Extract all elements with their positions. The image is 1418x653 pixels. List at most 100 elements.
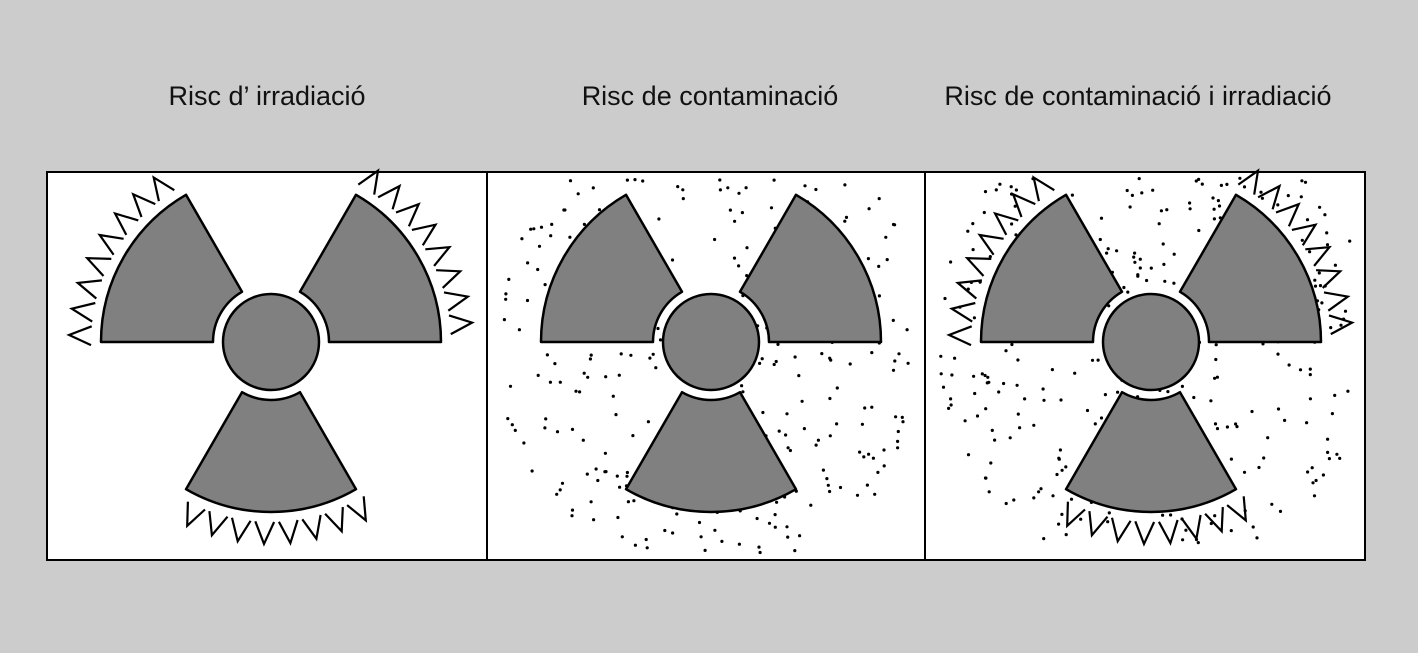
dot [594,467,598,471]
dot [983,476,988,480]
dot [963,419,967,423]
dot [625,474,629,478]
dot [893,359,897,363]
dot [860,422,865,426]
dot [982,210,986,215]
dot [537,244,542,248]
dot [658,338,663,342]
dot [1225,182,1229,186]
dot [1106,520,1110,524]
dot [905,328,909,332]
dot [1217,204,1222,208]
dot [1257,465,1261,470]
dot [1002,381,1006,386]
dot [641,179,645,183]
dot [1015,383,1019,387]
dot [1266,436,1270,440]
dot [526,261,530,265]
dot [793,355,797,359]
dot [741,390,745,394]
dot [947,406,951,410]
irradiation-zigzag [186,496,368,547]
dot [1308,250,1312,254]
dot [949,403,953,407]
dot [718,178,722,182]
dot [871,456,876,460]
radiation-wave [152,175,175,202]
dot [574,389,578,393]
dot [755,516,759,521]
dot [775,500,779,504]
dot [966,229,970,233]
radiation-wave [1011,192,1036,218]
dot [1172,281,1176,285]
dot [897,352,901,356]
radiation-wave [1323,291,1351,312]
dot [873,492,877,496]
dot [581,438,585,442]
dot [1306,470,1310,474]
dot [1333,393,1337,397]
radiation-wave [97,233,124,256]
radiation-wave [955,279,983,300]
dot [1338,456,1342,460]
dot [797,374,801,378]
dot [900,415,904,419]
dot [1172,252,1176,256]
dot [1125,188,1129,193]
dot [798,534,802,538]
dot [1137,177,1141,181]
radiation-wave [1257,183,1282,210]
dot [1283,418,1287,422]
dot [826,483,830,487]
dot [821,468,826,472]
dot [568,235,572,239]
dot [555,492,559,496]
dot [517,328,522,332]
radiation-wave [208,510,229,538]
radiation-wave [112,211,139,236]
dot [1262,456,1266,460]
dot [829,358,833,362]
dot [863,406,867,410]
dot [597,208,602,212]
dot [1313,284,1318,288]
dot [987,380,991,384]
dot [670,258,675,262]
dot [545,353,550,357]
dot [986,375,990,379]
dot [544,417,548,421]
dot [703,548,707,553]
dot [1305,218,1310,222]
dot [697,520,702,525]
dot [855,493,860,497]
dot [1215,375,1219,379]
dot [1188,201,1192,205]
dot [1333,263,1337,267]
dot [625,178,630,182]
dot [971,248,975,252]
dot [529,227,533,231]
trefoil-blade [184,390,358,514]
dot [800,399,804,403]
dot [633,178,637,182]
dot [1212,207,1216,211]
dot [1070,193,1074,197]
dot [720,539,724,544]
dot [1308,373,1312,377]
dot [1032,423,1036,427]
dot [906,361,910,365]
dot [676,185,680,189]
dot [1079,517,1083,521]
radiation-wave [977,233,1004,256]
dot [1051,494,1055,498]
dot [616,515,620,520]
dot [726,186,730,190]
dot [619,352,623,356]
dot [589,353,593,357]
dot [631,434,635,438]
dot [1023,397,1027,401]
dot [844,215,849,219]
dot [843,183,847,187]
dot [1064,465,1068,469]
